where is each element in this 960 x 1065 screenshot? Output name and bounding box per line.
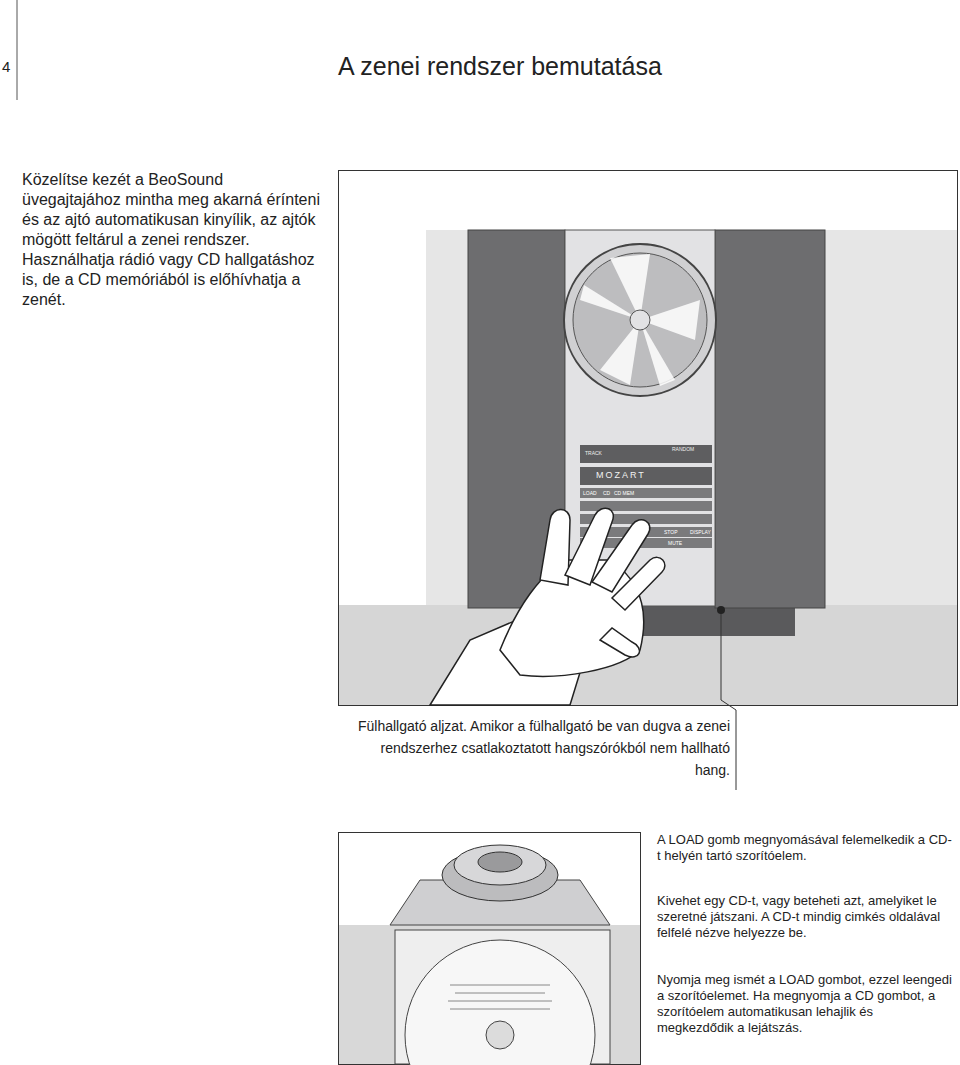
- cd-window: [564, 244, 716, 396]
- headphone-socket: [717, 606, 725, 614]
- right-door: [715, 230, 825, 608]
- button-label: CD MEM: [614, 490, 634, 496]
- clamp-center: [478, 852, 522, 872]
- text-display: [580, 467, 712, 485]
- page-number: 4: [2, 58, 16, 76]
- cd-disc: [573, 253, 707, 387]
- cd-reflection: [580, 254, 700, 386]
- cd: [405, 940, 595, 1065]
- step-text: Kivehet egy CD-t, vagy beteheti azt, ame…: [657, 893, 952, 941]
- cd-label-lines: [448, 985, 552, 1009]
- button-label: CD: [603, 490, 610, 496]
- hand: [430, 508, 665, 705]
- callout-text: Fülhallgató aljzat. Amikor a fülhallgató…: [355, 715, 730, 781]
- button-label: MUTE: [668, 540, 682, 546]
- step-text: A LOAD gomb megnyomásával felemelkedik a…: [657, 832, 952, 864]
- display-label: RANDOM: [672, 446, 694, 452]
- button-label: LOAD: [583, 490, 597, 496]
- display-label: TRACK: [585, 450, 602, 456]
- figure-frame: [339, 171, 958, 706]
- clamp-top: [454, 845, 546, 885]
- button-label: STOP: [664, 529, 678, 535]
- track-display: [580, 445, 712, 463]
- intro-paragraph: Közelítse kezét a BeoSound üvegajtajához…: [22, 170, 322, 310]
- cd-hub: [630, 310, 650, 330]
- margin-rule: [17, 0, 18, 100]
- wall: [426, 230, 957, 610]
- cd-hole: [486, 1021, 514, 1049]
- display-text: MOZART: [596, 470, 646, 481]
- step-text: Nyomja meg ismét a LOAD gombot, ezzel le…: [657, 972, 952, 1036]
- shelf: [339, 605, 957, 705]
- button-label: DISPLAY: [690, 529, 711, 535]
- unit-front: [565, 230, 715, 606]
- page-title: A zenei rendszer bemutatása: [338, 52, 662, 81]
